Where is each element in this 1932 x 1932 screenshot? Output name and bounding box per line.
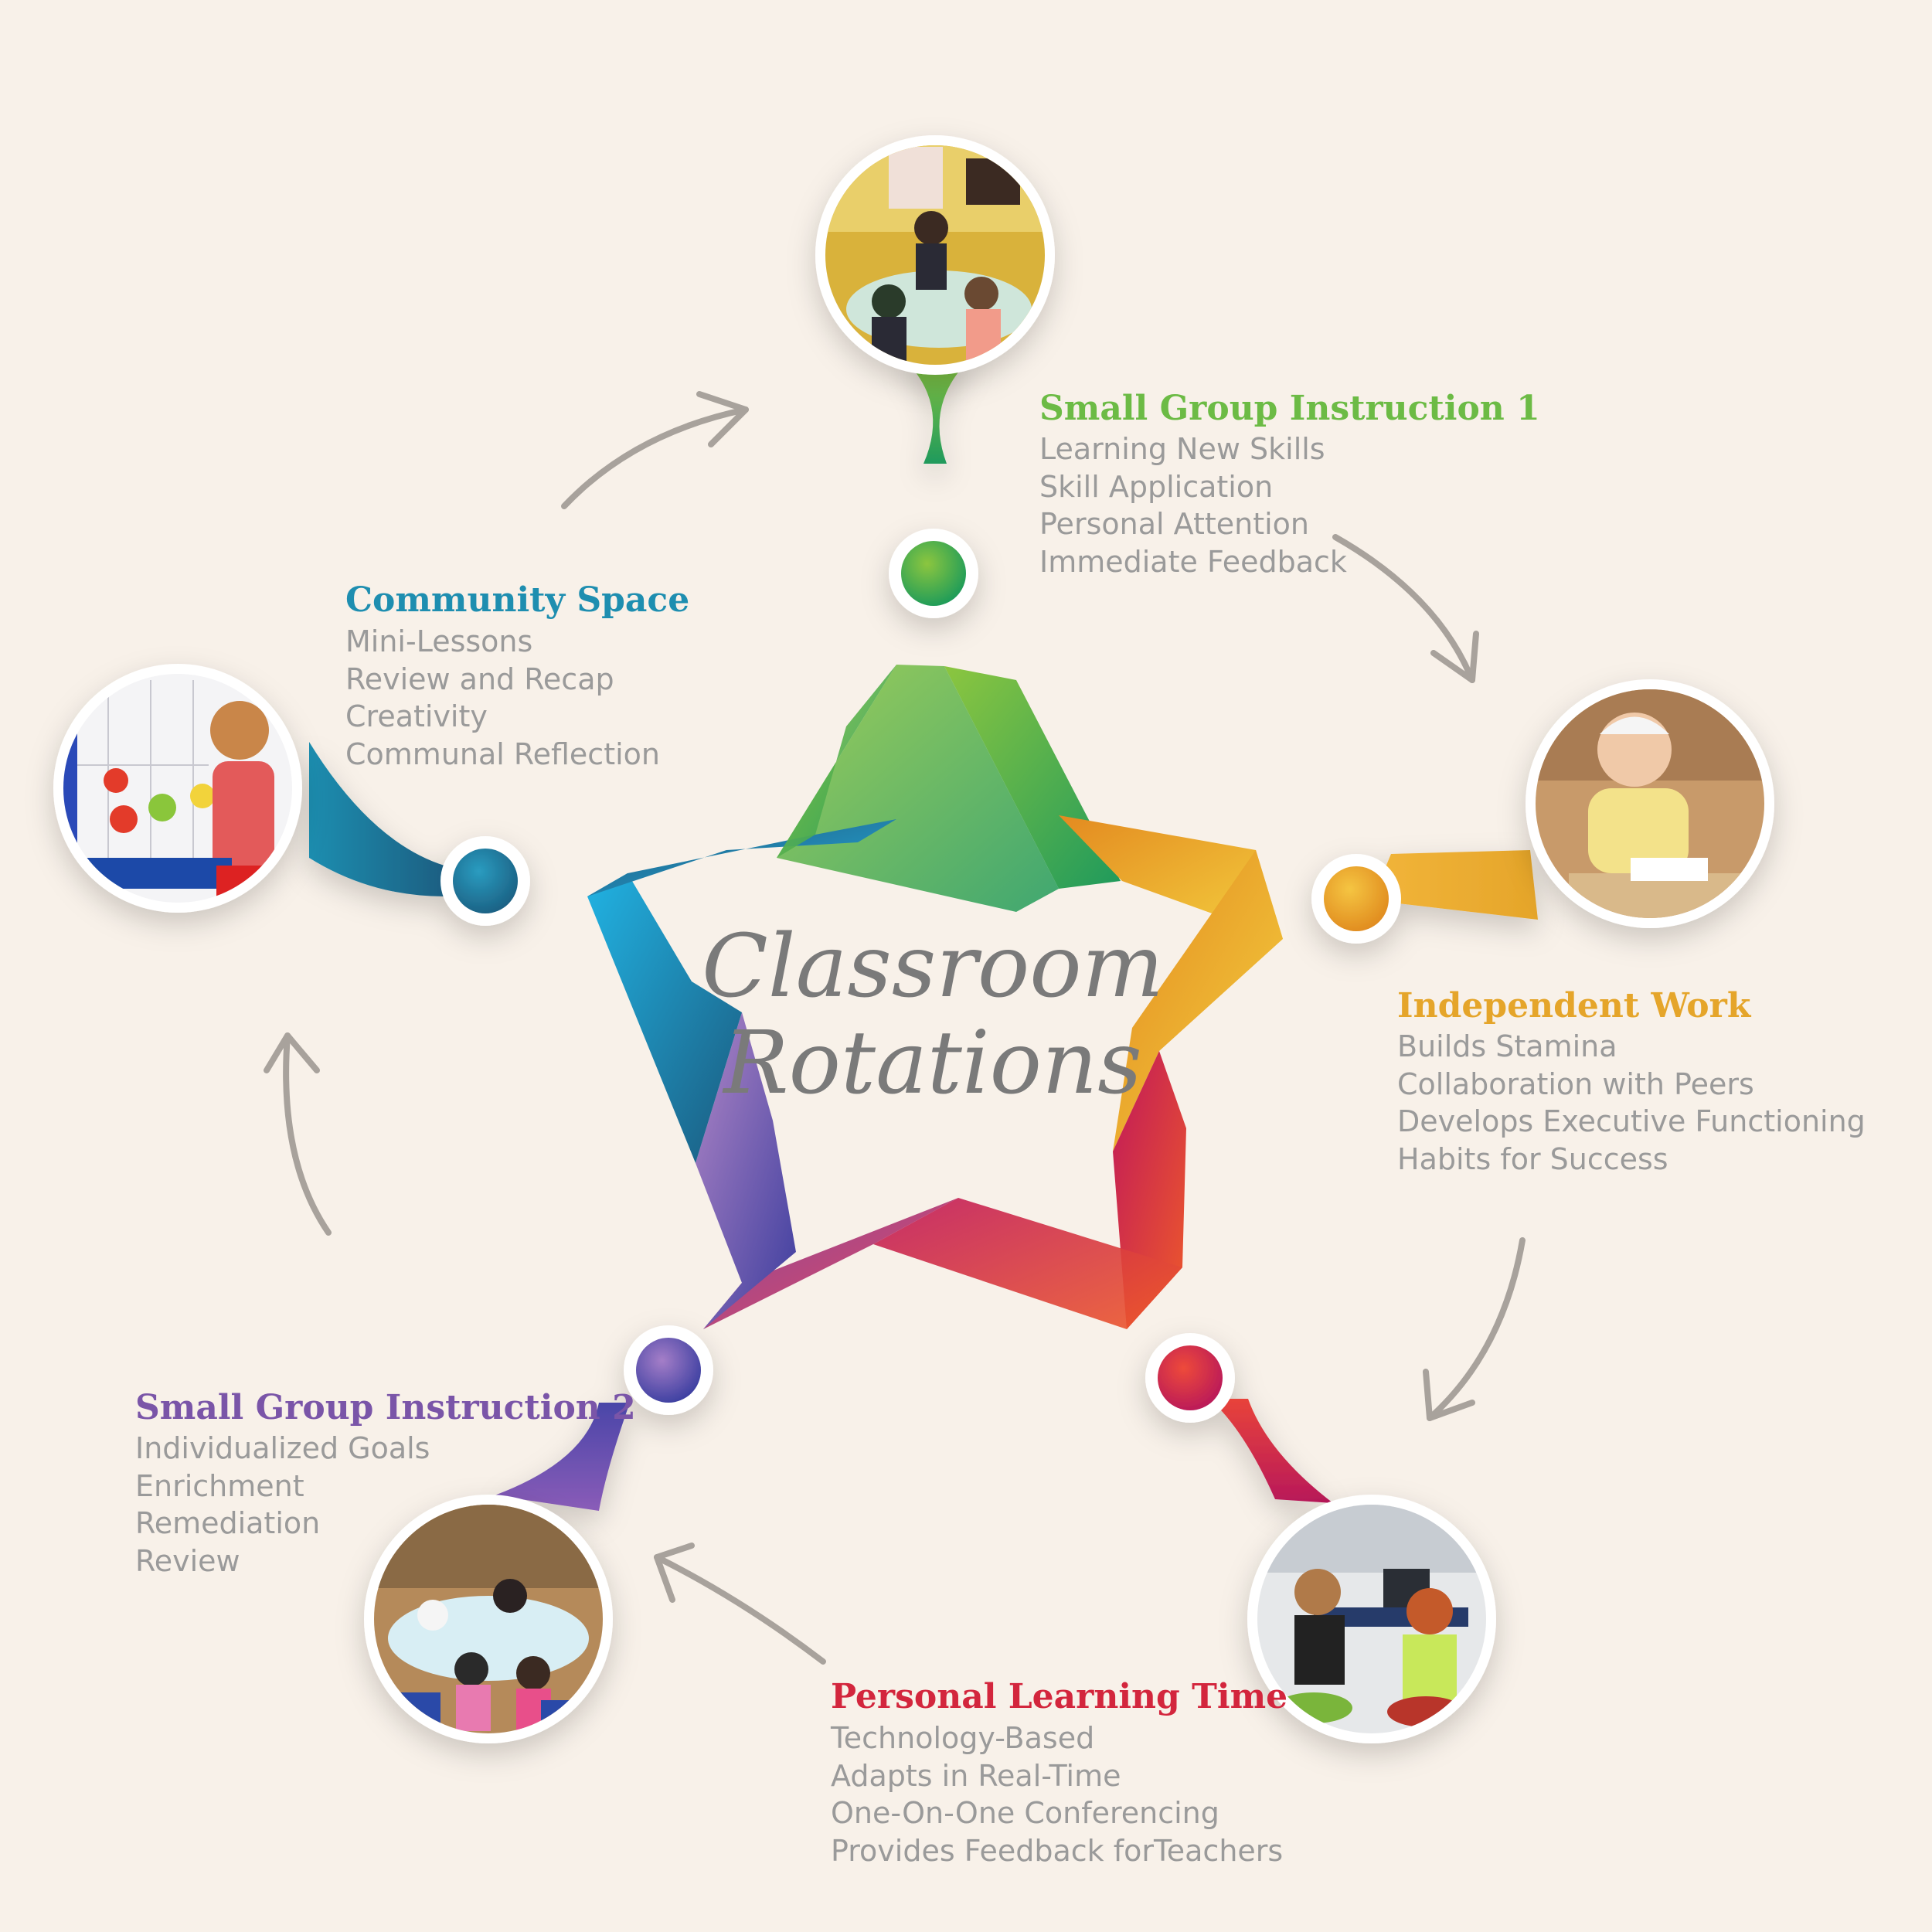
list-item: Builds Stamina [1397, 1028, 1866, 1066]
list-item: Remediation [135, 1505, 430, 1543]
center-title-line2: Rotations [662, 1020, 1203, 1107]
center-title-line1: Classroom [662, 923, 1203, 1010]
station-list-sgi1: Learning New Skills Skill Application Pe… [1039, 430, 1347, 580]
list-item: Personal Attention [1039, 505, 1347, 543]
photo-student-writing [1526, 679, 1774, 928]
photo-girl-board [53, 664, 302, 913]
list-item: Habits for Success [1397, 1141, 1866, 1179]
list-item: Enrichment [135, 1468, 430, 1505]
list-item: Individualized Goals [135, 1430, 430, 1468]
list-item: Collaboration with Peers [1397, 1066, 1866, 1104]
station-title-community: Community Space [345, 582, 689, 619]
curved-arrow-icon [564, 410, 746, 506]
station-title-personal: Personal Learning Time [831, 1679, 1287, 1716]
list-item: Review [135, 1543, 430, 1580]
station-list-community: Mini-Lessons Review and Recap Creativity… [345, 623, 660, 773]
list-item: Adapts in Real-Time [831, 1757, 1283, 1795]
list-item: Creativity [345, 698, 660, 736]
curved-arrow-icon [1430, 1240, 1522, 1418]
list-item: Review and Recap [345, 661, 660, 699]
list-item: Technology-Based [831, 1719, 1283, 1757]
station-title-sgi1: Small Group Instruction 1 [1039, 390, 1540, 427]
curved-arrow-icon [1335, 537, 1472, 680]
list-item: Mini-Lessons [345, 623, 660, 661]
list-item: Learning New Skills [1039, 430, 1347, 468]
arrow-head-5 [267, 1036, 317, 1070]
photo-classroom-group [815, 135, 1055, 375]
station-list-personal: Technology-Based Adapts in Real-Time One… [831, 1719, 1283, 1869]
list-item: Develops Executive Functioning [1397, 1103, 1866, 1141]
station-title-independent: Independent Work [1397, 988, 1750, 1025]
curved-arrow-icon [286, 1036, 328, 1233]
list-item: Skill Application [1039, 468, 1347, 506]
list-item: Immediate Feedback [1039, 543, 1347, 581]
station-title-sgi2: Small Group Instruction 2 [135, 1389, 636, 1427]
list-item: One-On-One Conferencing [831, 1794, 1283, 1832]
list-item: Communal Reflection [345, 736, 660, 774]
station-list-sgi2: Individualized Goals Enrichment Remediat… [135, 1430, 430, 1580]
curved-arrow-icon [657, 1557, 823, 1662]
list-item: Provides Feedback forTeachers [831, 1832, 1283, 1870]
station-list-independent: Builds Stamina Collaboration with Peers … [1397, 1028, 1866, 1178]
